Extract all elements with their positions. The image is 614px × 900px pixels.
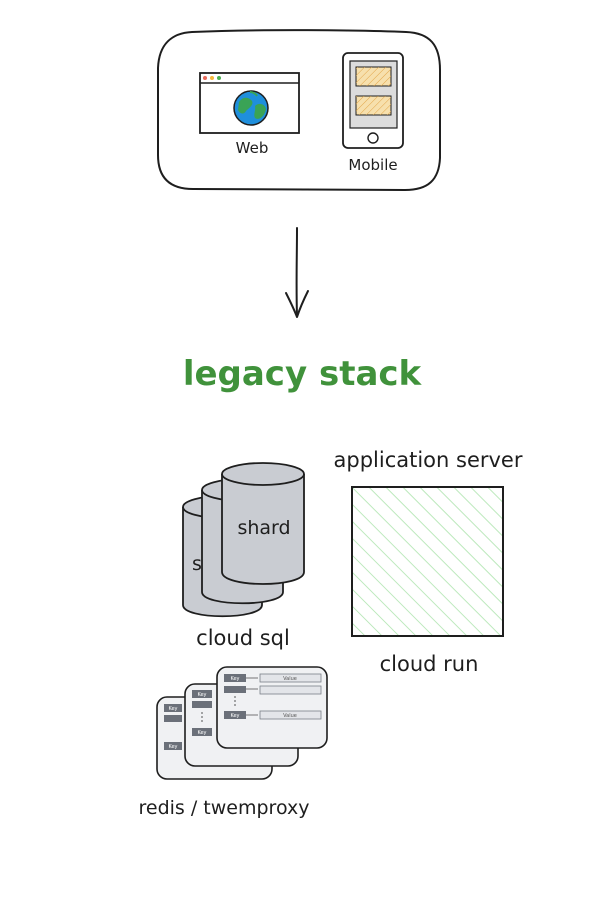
- db-shard-label: shard: [237, 517, 290, 539]
- redis-group: Key Key Key Key Key Key: [139, 666, 328, 819]
- redis-card-front: Key Key Value Value: [216, 666, 328, 749]
- cloud-sql-label: cloud sql: [196, 626, 290, 650]
- redis-key-label-5: Key: [230, 676, 239, 682]
- redis-key-label-4: Key: [197, 730, 206, 736]
- diagram-title: legacy stack: [183, 354, 423, 394]
- app-server-group: application server cloud run: [334, 448, 523, 676]
- web-label: Web: [236, 139, 269, 157]
- cloud-sql-group: s shard cloud sql: [182, 462, 305, 650]
- cloud-run-label: cloud run: [380, 652, 479, 676]
- cloud-run-box: [351, 486, 504, 637]
- redis-label: redis / twemproxy: [139, 797, 310, 819]
- globe-icon: [233, 90, 269, 126]
- db-shard-label-partial: s: [192, 553, 202, 575]
- mobile-label: Mobile: [348, 156, 397, 174]
- app-server-heading: application server: [334, 448, 523, 472]
- redis-value-label-2: Value: [283, 713, 297, 719]
- clients-container: [157, 29, 441, 191]
- redis-key-label-3: Key: [197, 692, 206, 698]
- redis-key-label-6: Key: [230, 713, 239, 719]
- down-arrow: [285, 227, 309, 318]
- redis-value-label-1: Value: [283, 676, 297, 682]
- redis-key-label-1: Key: [168, 706, 177, 712]
- mobile-phone-icon: [342, 52, 404, 149]
- web-browser-icon: [199, 72, 300, 134]
- redis-key-label-2: Key: [168, 744, 177, 750]
- clients-group: Web Mobile: [157, 29, 441, 191]
- db-cylinder-front: shard: [221, 462, 305, 585]
